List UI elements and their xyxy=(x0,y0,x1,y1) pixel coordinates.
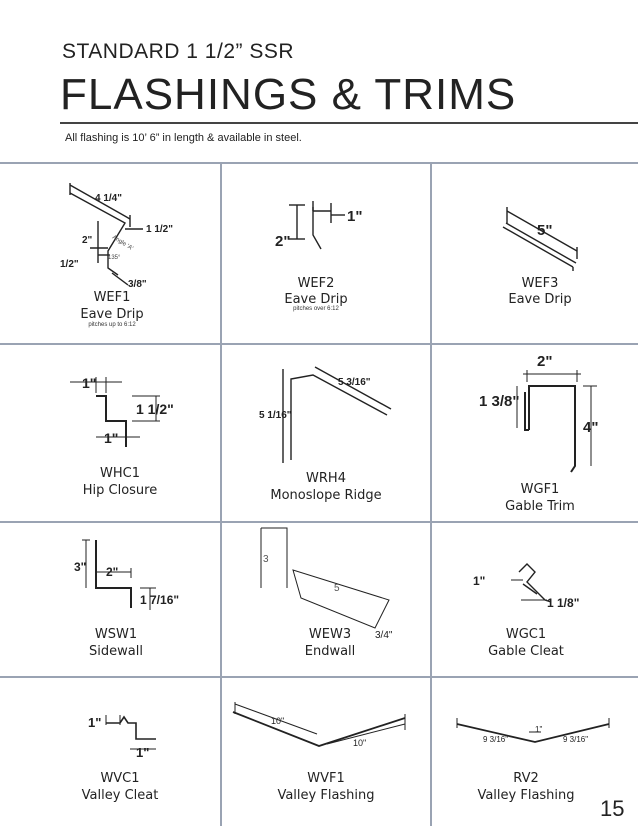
wef1-dim-c: 2" xyxy=(82,235,93,246)
wrh4-name: Monoslope Ridge xyxy=(270,488,382,503)
page-title: FLASHINGS & TRIMS xyxy=(60,70,517,119)
wvc1-dim-a: 1" xyxy=(88,715,101,730)
wew3-dim-c: 3/4" xyxy=(375,630,393,641)
wrh4-dim-a: 5 3/16" xyxy=(338,377,371,388)
rv2-dim-a: 9 3/16" xyxy=(483,735,508,744)
wew3-dim-a: 3 xyxy=(263,554,269,565)
wrh4-dim-b: 5 1/16" xyxy=(259,410,292,421)
wgf1-code: WGF1 xyxy=(520,482,560,497)
whc1-dim-b: 1 1/2" xyxy=(136,401,174,417)
wvc1-name: Valley Cleat xyxy=(81,788,159,803)
wef2-name: Eave Drip xyxy=(284,292,348,307)
wgf1-dim-b: 1 3/8" xyxy=(479,393,519,410)
wef3-diagram: 5" xyxy=(502,207,578,271)
grid-line-v1 xyxy=(220,162,222,826)
wgc1-code: WGC1 xyxy=(505,627,547,642)
grid-line-h3 xyxy=(0,521,638,523)
wgf1-dim-a: 2" xyxy=(537,353,552,370)
wef2-code: WEF2 xyxy=(297,276,335,291)
wsw1-code: WSW1 xyxy=(94,627,138,642)
wsw1-dim-b: 2" xyxy=(106,565,118,579)
rv2-diagram: 9 3/16" 1" 9 3/16" xyxy=(456,718,610,744)
wgc1-diagram: 1" 1 1/8" xyxy=(473,563,579,610)
wef1-dim-g: 135° xyxy=(108,255,121,261)
wef2-dim-b: 2" xyxy=(275,233,290,250)
wvc1-code: WVC1 xyxy=(100,771,140,786)
whc1-dim-c: 1" xyxy=(104,430,118,446)
whc1-name: Hip Closure xyxy=(82,483,158,498)
wef1-pitch-note: pitches up to 6:12 xyxy=(88,322,136,328)
wgc1-name: Gable Cleat xyxy=(488,644,564,659)
wew3-code: WEW3 xyxy=(308,627,352,642)
wvc1-diagram: 1" 1" xyxy=(88,715,156,760)
wsw1-diagram: 3" 2" 1 7/16" xyxy=(74,539,179,610)
grid-line-h1 xyxy=(0,162,638,164)
wsw1-dim-a: 3" xyxy=(74,560,86,574)
length-note: All flashing is 10’ 6” in length & avail… xyxy=(65,132,302,144)
wef1-name: Eave Drip xyxy=(80,307,144,322)
wgf1-diagram: 2" 1 3/8" 4" xyxy=(479,353,598,473)
wef1-dim-e: 3/8" xyxy=(128,279,147,290)
whc1-dim-a: 1" xyxy=(82,375,96,391)
wef3-dim-a: 5" xyxy=(537,222,552,239)
wsw1-dim-c: 1 7/16" xyxy=(140,593,179,607)
wgc1-dim-b: 1 1/8" xyxy=(547,596,579,610)
grid-line-h2 xyxy=(0,343,638,345)
wef1-code: WEF1 xyxy=(93,290,131,305)
grid-line-v2 xyxy=(430,162,432,826)
wef1-diagram: 4 1/4" 1 1/2" 2" 1/2" 3/8" Angle 'A' 135… xyxy=(60,183,173,290)
wef1-dim-a: 4 1/4" xyxy=(95,193,122,204)
rv2-name: Valley Flashing xyxy=(477,788,575,803)
wef1-dim-b: 1 1/2" xyxy=(146,224,173,235)
wrh4-diagram: 5 3/16" 5 1/16" xyxy=(259,366,392,463)
page-number: 15 xyxy=(600,796,625,821)
wvf1-dim-b: 10" xyxy=(353,738,366,748)
wef1-dim-d: 1/2" xyxy=(60,259,79,270)
rv2-dim-c: 9 3/16" xyxy=(563,735,588,744)
rv2-dim-b: 1" xyxy=(535,725,542,734)
whc1-code: WHC1 xyxy=(100,466,140,481)
wvf1-diagram: 10" 10" xyxy=(232,702,406,748)
wef2-pitch-note: pitches over 6:12 xyxy=(293,306,339,312)
wew3-name: Endwall xyxy=(304,644,356,659)
wgc1-dim-a: 1" xyxy=(473,574,485,588)
page-subtitle: STANDARD 1 1/2” SSR xyxy=(62,40,294,63)
wgf1-name: Gable Trim xyxy=(505,499,575,514)
wrh4-code: WRH4 xyxy=(306,471,346,486)
wew3-diagram: 3 5 3/4" xyxy=(260,527,393,641)
whc1-diagram: 1" 1 1/2" 1" xyxy=(70,375,174,447)
wvf1-name: Valley Flashing xyxy=(277,788,375,803)
title-rule xyxy=(60,122,638,124)
rv2-code: RV2 xyxy=(513,771,539,786)
wef2-diagram: 1" 2" xyxy=(275,201,362,250)
wef2-dim-a: 1" xyxy=(347,208,362,225)
wef3-name: Eave Drip xyxy=(508,292,572,307)
wvc1-dim-b: 1" xyxy=(136,745,149,760)
wew3-dim-b: 5 xyxy=(334,583,340,594)
wvf1-dim-a: 10" xyxy=(271,716,284,726)
wef3-code: WEF3 xyxy=(521,276,559,291)
wsw1-name: Sidewall xyxy=(89,644,143,659)
wgf1-dim-c: 4" xyxy=(583,419,598,436)
grid-line-h4 xyxy=(0,676,638,678)
wef1-dim-f: Angle 'A' xyxy=(111,235,134,252)
wvf1-code: WVF1 xyxy=(307,771,345,786)
